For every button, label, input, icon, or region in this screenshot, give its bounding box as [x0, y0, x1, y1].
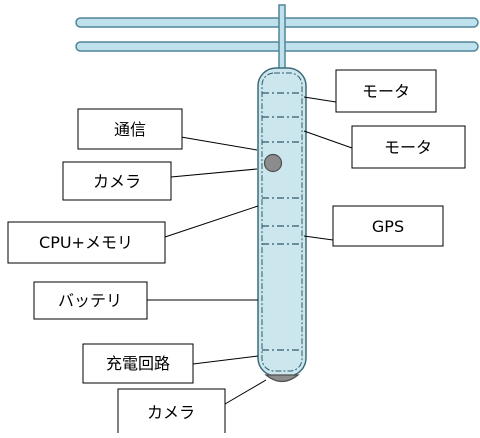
leader-cpu	[164, 205, 259, 238]
label-cpu-memory: CPU+メモリ	[39, 233, 133, 252]
label-box-motor-top	[335, 69, 437, 113]
leader-camera-top	[170, 168, 258, 178]
label-box-comm	[77, 108, 183, 150]
label-motor-top: モータ	[362, 82, 410, 101]
label-camera-bottom: カメラ	[147, 403, 195, 422]
leader-comm	[180, 136, 258, 151]
leader-camera-bottom	[224, 379, 267, 405]
leader-motor-mid	[303, 130, 353, 149]
label-battery: バッテリ	[58, 291, 122, 310]
label-box-charge	[82, 343, 194, 384]
label-gps: GPS	[372, 217, 404, 236]
label-box-battery	[33, 281, 148, 320]
label-box-motor-mid	[351, 125, 466, 169]
camera-bottom-lens	[264, 374, 300, 383]
rotor-blades	[75, 17, 479, 52]
camera-top-lens	[263, 153, 283, 173]
drone-body	[257, 67, 307, 383]
rotor-blade-upper	[75, 17, 479, 28]
label-box-camera-bottom	[117, 388, 226, 436]
leader-gps	[303, 235, 334, 241]
inner-outline	[261, 72, 303, 372]
rotor-blade-lower	[75, 41, 479, 52]
label-box-camera-top	[62, 161, 172, 201]
rotor-shaft	[278, 4, 286, 76]
label-box-cpu	[7, 221, 166, 264]
leader-charge	[192, 355, 259, 365]
label-motor-mid: モータ	[384, 138, 432, 157]
leader-motor-top	[303, 96, 337, 103]
label-box-gps	[332, 205, 444, 247]
label-charge-circuit: 充電回路	[106, 354, 170, 373]
body-tube	[257, 67, 307, 377]
label-comm: 通信	[114, 120, 146, 139]
label-camera-top: カメラ	[93, 172, 141, 191]
